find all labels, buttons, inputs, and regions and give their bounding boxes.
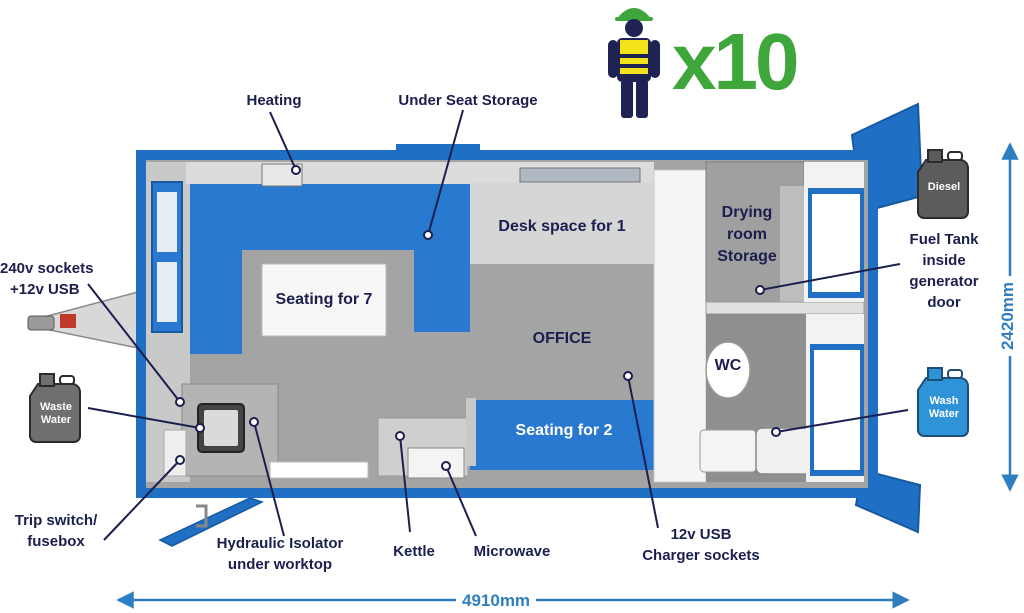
diesel-can-icon [917,149,969,219]
occupancy-count: x10 [672,17,799,106]
hydraulic-isolator-label: Hydraulic Isolator under worktop [206,533,354,575]
sockets-label-line1: 240v sockets [0,260,94,277]
fuel-tank-label: Fuel Tank inside generator door [896,229,992,313]
trip-switch-line1: Trip switch/ [14,512,98,529]
heating-label: Heating [246,92,302,109]
seating-2-label: Seating for 2 [515,422,613,439]
desk-space-label: Desk space for 1 [498,218,626,235]
wash-water-can-icon [917,367,969,437]
fuel-tank-line4: door [927,294,961,311]
fuel-tank-line3: generator [909,273,979,290]
waste-water-can-icon [29,373,81,443]
bench-seat-top [242,184,414,250]
drying-room-line1: Drying [721,204,773,221]
waste-water-can-label: Waste Water [32,401,80,427]
table-seating-7 [261,263,387,337]
waste-water-line1: Waste [40,401,72,413]
wash-water-can-label: Wash Water [920,395,968,421]
seating-7-label: Seating for 7 [275,291,373,308]
drying-room-line3: Storage [717,248,777,265]
toilet-bowl [705,341,751,399]
entrance-door [158,497,264,547]
office-label: OFFICE [532,330,592,347]
diesel-can-label: Diesel [927,181,961,193]
callout-markers [175,165,781,471]
hydraulic-isolator-line1: Hydraulic Isolator [216,535,344,552]
waste-water-line2: Water [40,414,72,426]
door-handle [196,504,208,528]
tow-hitch [27,291,139,349]
usb-sockets-line1: 12v USB [670,526,732,543]
drying-room-label: Drying room Storage [706,202,788,268]
callout-lines [87,109,909,541]
kettle-label: Kettle [393,543,435,560]
usb-sockets-label: 12v USB Charger sockets [628,524,774,566]
bench-seat-2 [470,400,654,470]
sockets-label: 240v sockets +12v USB [0,258,93,300]
drying-room-line2: room [727,226,767,243]
worker-icon [608,8,660,118]
wc-label: WC [714,357,742,374]
height-dimension-label: 2420mm [997,275,1020,357]
microwave-unit [407,447,465,479]
under-seat-storage-label: Under Seat Storage [398,92,538,109]
wash-water-line2: Water [928,408,960,420]
sockets-label-line2: +12v USB [10,281,80,298]
wash-water-line1: Wash [929,395,959,407]
under-seat-storage-bench [414,184,470,332]
usb-sockets-line2: Charger sockets [642,547,760,564]
hydraulic-isolator-line2: under worktop [227,556,333,573]
desk-surface [470,182,654,264]
width-dimension-label: 4910mm [456,590,537,612]
bench-seat-left [190,184,242,354]
trip-switch-line2: fusebox [27,533,85,550]
partition-wall [653,169,707,483]
microwave-label: Microwave [473,543,551,560]
fuel-tank-line1: Fuel Tank [909,231,979,248]
trip-switch-label: Trip switch/ fusebox [0,510,112,552]
fuel-tank-line2: inside [922,252,966,269]
